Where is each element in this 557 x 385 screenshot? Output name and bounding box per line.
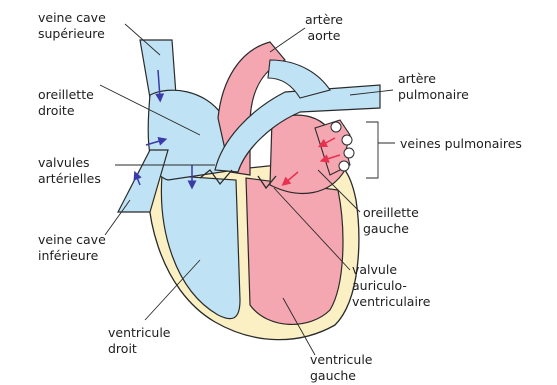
label-veines-pulmonaires: veines pulmonaires (400, 136, 522, 152)
label-valvule-auriculo-ventriculaire: valvule auriculo- ventriculaire (352, 262, 430, 310)
vena-cava-superior (140, 40, 176, 98)
left-ventricle (246, 178, 343, 324)
right-ventricle (161, 175, 240, 319)
